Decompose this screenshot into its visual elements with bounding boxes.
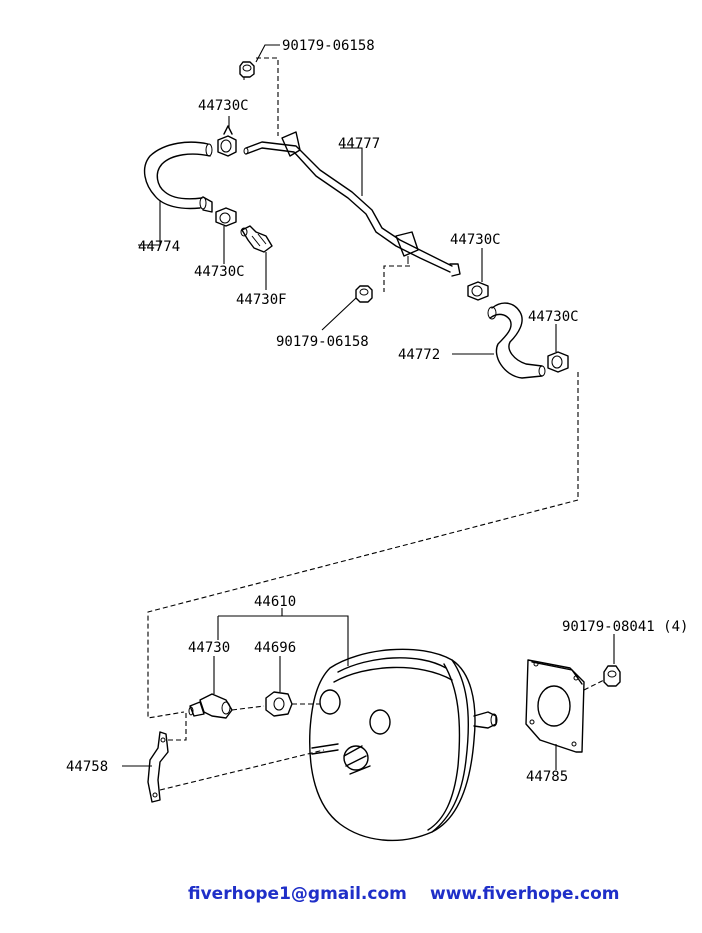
- footer-email[interactable]: fiverhope1@gmail.com: [188, 884, 407, 904]
- label-44774: 44774: [138, 239, 180, 255]
- label-44610: 44610: [254, 594, 296, 610]
- pipe-44777: [243, 131, 461, 277]
- brake-booster-44610: [309, 648, 498, 842]
- leader-90179-top: [255, 44, 280, 63]
- label-44730c-b: 44730C: [194, 264, 245, 280]
- label-44777: 44777: [338, 136, 380, 152]
- clamp-44730c-c: [467, 281, 489, 301]
- dash-pipe-booster: [159, 749, 325, 791]
- label-90179-08041: 90179-08041 (4): [562, 619, 688, 635]
- hose-44772: [487, 302, 546, 379]
- dash-union-grommet: [231, 705, 265, 711]
- bolt-middle: [355, 285, 373, 303]
- label-44730c-a: 44730C: [198, 98, 249, 114]
- clamp-44730c-a: [217, 125, 237, 157]
- label-44696: 44696: [254, 640, 296, 656]
- union-44730: [188, 693, 233, 719]
- label-44772: 44772: [398, 347, 440, 363]
- dash-hose-to-booster: [147, 372, 579, 719]
- label-44730f: 44730F: [236, 292, 287, 308]
- dash-nut-gasket: [583, 679, 605, 691]
- gasket-44785: [525, 659, 585, 753]
- clamp-44730c-b: [215, 207, 237, 227]
- label-44758: 44758: [66, 759, 108, 775]
- check-valve-44730f: [240, 225, 273, 253]
- label-44730c-c: 44730C: [450, 232, 501, 248]
- dash-bracket: [383, 265, 410, 292]
- leader-44610-bracket: [218, 615, 349, 666]
- leader-44774: [138, 200, 161, 246]
- pipe-44758: [147, 731, 169, 803]
- label-90179-06158-top: 90179-06158: [282, 38, 375, 54]
- hose-44774: [143, 141, 213, 213]
- label-44730c-d: 44730C: [528, 309, 579, 325]
- nut-90179-08041: [603, 665, 621, 687]
- dash-pipe-union: [168, 712, 187, 741]
- footer: fiverhope1@gmail.com www.fiverhope.com: [0, 884, 702, 908]
- grommet-44696: [265, 691, 293, 717]
- bolt-top: [239, 61, 255, 80]
- dash-bolt-top: [256, 57, 279, 136]
- label-44730: 44730: [188, 640, 230, 656]
- clamp-44730c-d: [547, 351, 569, 373]
- label-90179-06158-mid: 90179-06158: [276, 334, 369, 350]
- leader-44777: [340, 147, 363, 196]
- footer-website[interactable]: www.fiverhope.com: [430, 884, 620, 904]
- leader-90179-mid: [321, 297, 357, 331]
- label-44785: 44785: [526, 769, 568, 785]
